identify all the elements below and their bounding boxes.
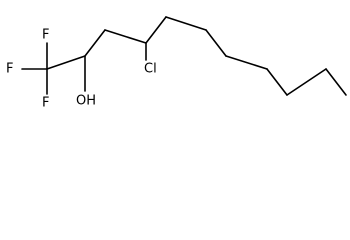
fluorine-label-left: F xyxy=(6,62,13,77)
bond-c8-c9 xyxy=(266,68,288,96)
bond-c4-c5 xyxy=(145,16,167,44)
bond-c5-c6 xyxy=(165,16,207,31)
fluorine-label-top: F xyxy=(42,28,49,43)
bond-c10-c11 xyxy=(325,68,347,96)
hydroxyl-label: OH xyxy=(76,94,96,109)
fluorine-label-bottom: F xyxy=(42,96,49,111)
bond-c1-c2 xyxy=(46,55,86,70)
bond-c7-c8 xyxy=(225,55,268,70)
bond-c6-c7 xyxy=(205,29,227,57)
chemical-structure-diagram: F F F OH Cl xyxy=(6,16,347,111)
bond-c3-c4 xyxy=(104,29,147,44)
bond-c9-c10 xyxy=(286,68,327,96)
chlorine-label: Cl xyxy=(144,62,157,77)
bond-c2-c3 xyxy=(84,29,106,57)
